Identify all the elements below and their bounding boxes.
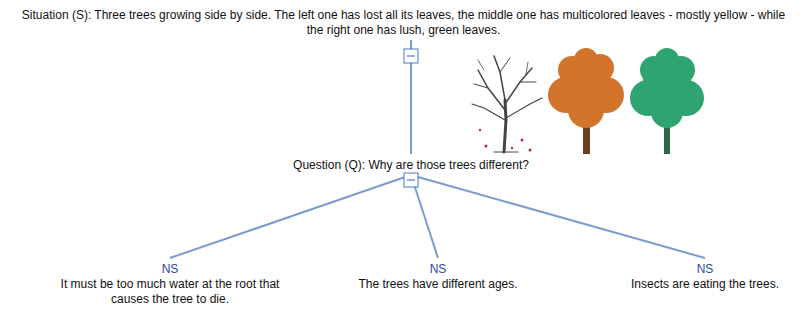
node-text: Question (Q): Why are those trees differ… xyxy=(293,158,529,173)
situation-node: Situation (S): Three trees growing side … xyxy=(14,4,793,40)
question-node: Question (Q): Why are those trees differ… xyxy=(291,154,531,175)
node-text: Insects are eating the trees. xyxy=(631,277,779,292)
node-text: The trees have different ages. xyxy=(358,277,517,292)
autumn-tree xyxy=(548,48,624,154)
bare-tree xyxy=(472,56,542,152)
tree-connector xyxy=(411,175,705,258)
collapse-box xyxy=(404,49,418,63)
green-tree xyxy=(630,48,704,154)
node-heading: NS xyxy=(358,262,517,277)
node-text: Situation (S): Three trees growing side … xyxy=(16,8,791,38)
collapse-box xyxy=(404,173,418,187)
fallen-leaves xyxy=(479,129,532,152)
answer-node: NSThe trees have different ages. xyxy=(356,258,519,294)
tree-connector xyxy=(170,175,411,258)
answer-node: NSIt must be too much water at the root … xyxy=(50,258,290,309)
answer-node: NSInsects are eating the trees. xyxy=(629,258,781,294)
node-text: It must be too much water at the root th… xyxy=(52,277,288,307)
node-heading: NS xyxy=(52,262,288,277)
node-heading: NS xyxy=(631,262,779,277)
